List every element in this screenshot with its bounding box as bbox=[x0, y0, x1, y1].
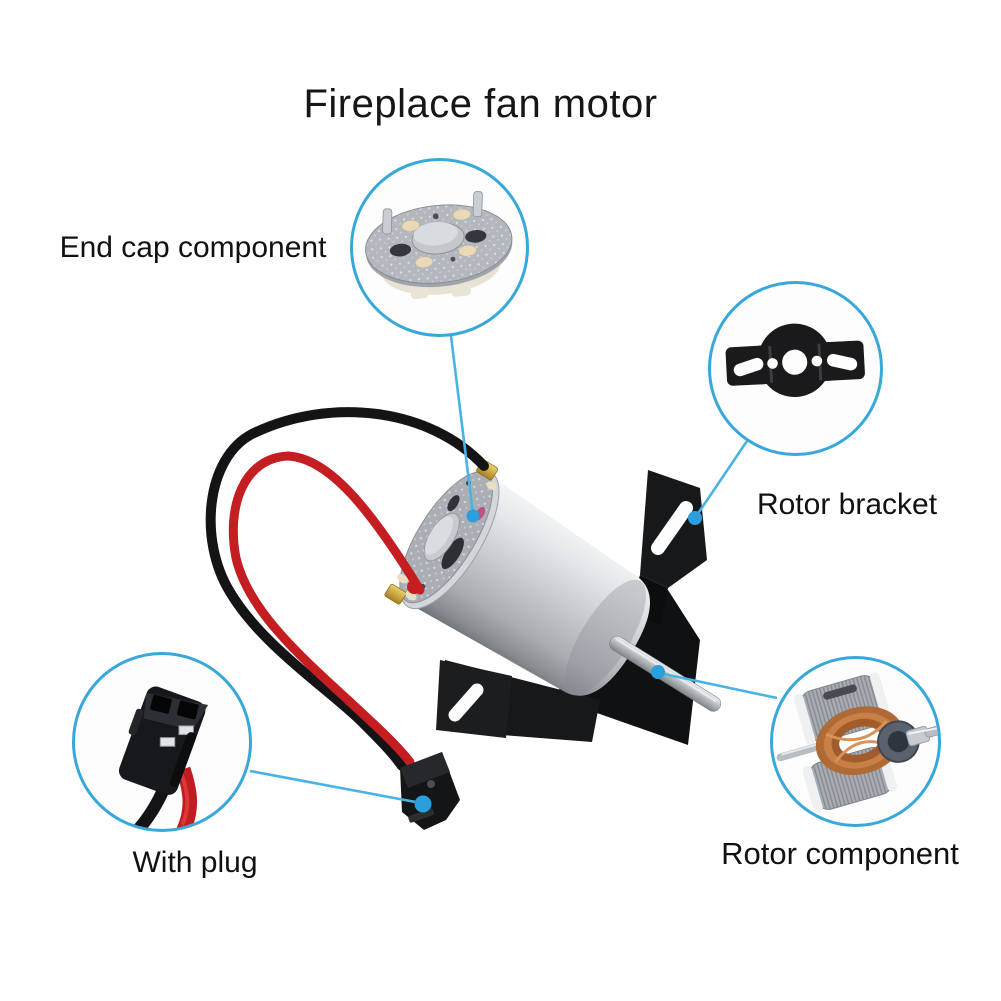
leader-line-rotor-bracket bbox=[693, 440, 749, 519]
leader-line-rotor-component bbox=[658, 671, 778, 700]
plug-photo-icon bbox=[118, 686, 209, 829]
marker-dot-rotor-component bbox=[651, 665, 665, 679]
leader-line-end-cap bbox=[449, 335, 475, 515]
leader-line-with-plug bbox=[249, 769, 422, 805]
rotor-bracket-callout-circle bbox=[708, 281, 883, 456]
rotor-assembly bbox=[776, 672, 938, 813]
plug-red-wire bbox=[176, 766, 198, 829]
page-title: Fireplace fan motor bbox=[303, 82, 658, 126]
motor-end-cap bbox=[384, 459, 500, 610]
end-cap-photo-icon bbox=[365, 191, 513, 300]
black-wire bbox=[205, 407, 489, 771]
bracket-slot-upper bbox=[651, 501, 693, 555]
with-plug-callout-circle bbox=[72, 652, 252, 832]
marker-dot-end-cap bbox=[466, 509, 480, 523]
rotor-component-callout-circle bbox=[770, 656, 941, 827]
marker-dot-rotor-bracket bbox=[688, 511, 702, 525]
leader-lines bbox=[249, 335, 778, 805]
bracket-slot-lower bbox=[448, 683, 484, 722]
marker-dots bbox=[414, 509, 702, 813]
marker-dot-with-plug bbox=[414, 795, 432, 813]
brush-terminal-bottom bbox=[384, 583, 407, 605]
rotor-shaft-right bbox=[905, 725, 938, 747]
red-wire bbox=[228, 451, 425, 767]
red-wire-terminal-end bbox=[407, 580, 421, 594]
rotor-bracket-photo-icon bbox=[725, 323, 865, 397]
rotor-photo-icon bbox=[776, 672, 938, 813]
rotor-shaft-left bbox=[776, 741, 826, 762]
end-cap-pin-terminals bbox=[382, 191, 483, 235]
plug-housing bbox=[118, 686, 209, 795]
lamination-stacks bbox=[793, 672, 897, 813]
motor-wires bbox=[205, 407, 489, 771]
rotor-component-label: Rotor component bbox=[721, 836, 959, 871]
bracket-shape bbox=[725, 323, 865, 397]
with-plug-label: With plug bbox=[132, 846, 258, 879]
end-cap-label: End cap component bbox=[59, 231, 327, 264]
rotor-bracket-label: Rotor bracket bbox=[756, 488, 938, 521]
wire-plug bbox=[400, 752, 460, 830]
end-cap-callout-circle bbox=[350, 158, 529, 337]
